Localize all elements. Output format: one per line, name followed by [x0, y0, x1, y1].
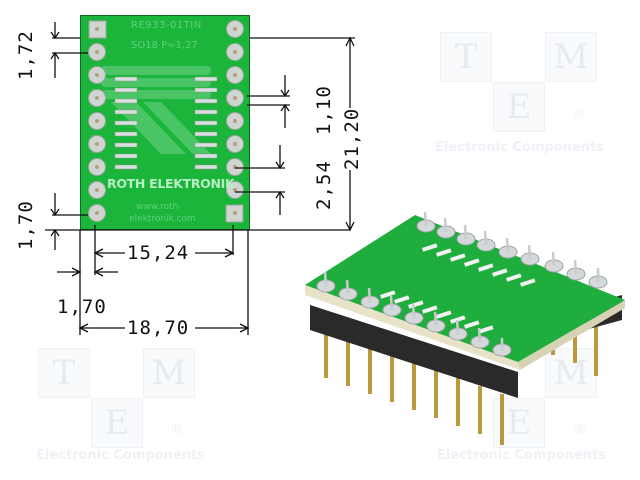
watermark-letter-m: M [143, 348, 195, 398]
dim-total-width: 18,70 [127, 317, 190, 339]
watermark-letter-t: T [38, 348, 90, 398]
watermark-letter-e: E [493, 82, 545, 132]
pcb-part-number: RE933-01TIN [131, 20, 202, 31]
watermark-letter-t: T [440, 32, 492, 82]
pcb-top-view: RE933-01TIN SO18 P=1,27 ROTH ELEKTRONIK … [80, 15, 250, 230]
pcb-artwork [88, 20, 244, 223]
watermark-letter-e: E [91, 398, 143, 448]
watermark-letter-m: M [545, 32, 597, 82]
watermark-registered: ® [573, 422, 587, 438]
dim-top-pin-offset: 1,72 [15, 30, 37, 80]
dim-total-height: 21,20 [341, 107, 363, 170]
watermark-tagline: Electronic Components [36, 448, 205, 463]
pcb-brand: ROTH ELEKTRONIK [107, 176, 235, 191]
watermark-tagline: Electronic Components [437, 448, 606, 463]
watermark-registered: ® [170, 422, 184, 438]
dim-pad-height: 1,10 [313, 85, 335, 135]
watermark-registered: ® [572, 106, 586, 122]
dim-side-offset: 1,70 [57, 296, 107, 318]
dim-bottom-pin-offset: 1,70 [15, 200, 37, 250]
pcb-url-1: www.roth- [136, 202, 182, 212]
dim-row-spacing: 15,24 [127, 242, 190, 264]
watermark-tagline: Electronic Components [435, 140, 604, 155]
pcb-url-2: elektronik.com [129, 214, 196, 224]
pcb-package-label: SO18 P=1,27 [131, 40, 198, 51]
watermark-letter-m: M [545, 348, 597, 398]
pcb-3d-photo [305, 211, 625, 445]
